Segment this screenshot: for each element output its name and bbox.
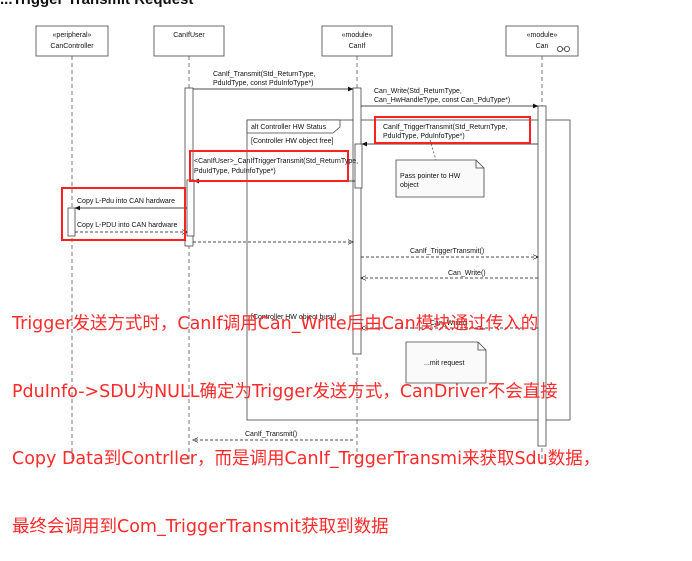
participant-name: CanIf xyxy=(349,43,366,50)
svg-text:object: object xyxy=(400,182,419,189)
svg-text:...mit request: ...mit request xyxy=(424,360,465,367)
activation-can xyxy=(537,105,547,447)
svg-text:Copy L-Pdu into CAN hardware: Copy L-Pdu into CAN hardware xyxy=(77,198,175,205)
page-heading-cut: ...Trigger Transmit Request xyxy=(0,0,193,8)
annotation-line: Copy Data到Contrller，而是调用CanIf_TrggerTran… xyxy=(12,449,601,469)
highlight-box xyxy=(189,150,349,182)
participant-stereotype: «peripheral» xyxy=(53,32,92,39)
message-canif-triggertransmit-return: CanIf_TriggerTransmit() xyxy=(361,248,538,257)
message-copy-lpdu-2: Copy L-PDU into CAN hardware xyxy=(61,187,187,241)
message-can-write: Can_Write(Std_ReturnType, Can_HwHandleTy… xyxy=(361,88,539,109)
svg-text:Can_Write(): Can_Write() xyxy=(430,320,468,327)
svg-text:CanIf_Transmit(): CanIf_Transmit() xyxy=(245,431,297,438)
activation-canifuser-nested xyxy=(186,179,195,237)
message-user-triggertransmit: <CanIfUser>_CanIfTriggerTransmit(Std_Ret… xyxy=(189,150,358,184)
participant-canifuser: CanIfUser xyxy=(153,25,225,57)
sequence-diagram: «peripheral» CanController CanIfUser «mo… xyxy=(35,25,579,464)
message-canif-transmit-return: CanIf_Transmit() xyxy=(193,431,353,440)
svg-text:Can_HwHandleType, const Can_Pd: Can_HwHandleType, const Can_PduType*) xyxy=(374,97,510,104)
svg-text:Can_Write(Std_ReturnType,: Can_Write(Std_ReturnType, xyxy=(374,88,462,95)
fragment-guard: [Controller HW object busy] xyxy=(251,314,336,321)
activation-canif xyxy=(352,87,362,355)
note-trigger-request: ...mit request xyxy=(405,341,487,384)
alt-fragment: alt Controller HW Status [Controller HW … xyxy=(246,119,571,421)
activation-canif-nested xyxy=(354,143,363,189)
annotation-line: 最终会调用到Com_TriggerTransmit获取到数据 xyxy=(12,516,389,537)
svg-text:CanIf_TriggerTransmit(): CanIf_TriggerTransmit() xyxy=(410,248,484,255)
svg-text:Can_Write(): Can_Write() xyxy=(448,270,486,277)
participant-cancontroller: «peripheral» CanController xyxy=(35,25,109,57)
svg-text:PduIdType, PduInfoType*): PduIdType, PduInfoType*) xyxy=(194,168,276,175)
svg-text:Pass pointer to HW: Pass pointer to HW xyxy=(400,173,461,180)
activation-cancontroller xyxy=(67,207,76,237)
svg-text:Copy L-PDU into CAN hardware: Copy L-PDU into CAN hardware xyxy=(77,222,177,229)
annotation-text: Trigger发送方式时，CanIf调用Can_Write后由Can模块通过传入… xyxy=(12,268,692,561)
svg-text:PduIdType, PduInfoType*): PduIdType, PduInfoType*) xyxy=(383,133,465,140)
message-canif-transmit: CanIf_Transmit(Std_ReturnType, PduIdType… xyxy=(193,71,354,92)
participant-name: Can xyxy=(536,43,549,50)
svg-text:<CanIfUser>_CanIfTriggerTransm: <CanIfUser>_CanIfTriggerTransmit(Std_Ret… xyxy=(194,158,358,165)
message-can-write-return-2: Can_Write() xyxy=(361,320,538,328)
annotation-line: Trigger发送方式时，CanIf调用Can_Write后由Can模块通过传入… xyxy=(12,314,539,334)
participant-name: CanController xyxy=(50,43,94,50)
participant-can: «module» Can xyxy=(505,25,579,57)
svg-text:CanIf_TriggerTransmit(Std_Retu: CanIf_TriggerTransmit(Std_ReturnType, xyxy=(383,124,507,131)
highlight-box xyxy=(374,116,531,144)
svg-text:CanIf_Transmit(Std_ReturnType,: CanIf_Transmit(Std_ReturnType, xyxy=(213,71,316,78)
message-copy-lpdu-1: Copy L-Pdu into CAN hardware xyxy=(74,198,187,211)
fragment-guard: [Controller HW object free] xyxy=(251,138,334,145)
highlight-box xyxy=(61,187,186,241)
fragment-label: alt Controller HW Status xyxy=(251,124,327,131)
message-can-write-return-1: Can_Write() xyxy=(361,270,538,278)
svg-text:PduIdType, const PduInfoType*): PduIdType, const PduInfoType*) xyxy=(213,80,313,87)
note-pass-pointer: Pass pointer to HW object xyxy=(395,139,485,198)
participant-stereotype: «module» xyxy=(342,32,373,39)
participant-name: CanIfUser xyxy=(173,32,205,39)
message-canif-triggertransmit: CanIf_TriggerTransmit(Std_ReturnType, Pd… xyxy=(361,116,538,147)
participant-stereotype: «module» xyxy=(527,32,558,39)
annotation-line: PduInfo->SDU为NULL确定为Trigger发送方式，CanDrive… xyxy=(12,381,558,402)
participant-canif: «module» CanIf xyxy=(321,25,393,57)
component-icon xyxy=(557,46,571,53)
